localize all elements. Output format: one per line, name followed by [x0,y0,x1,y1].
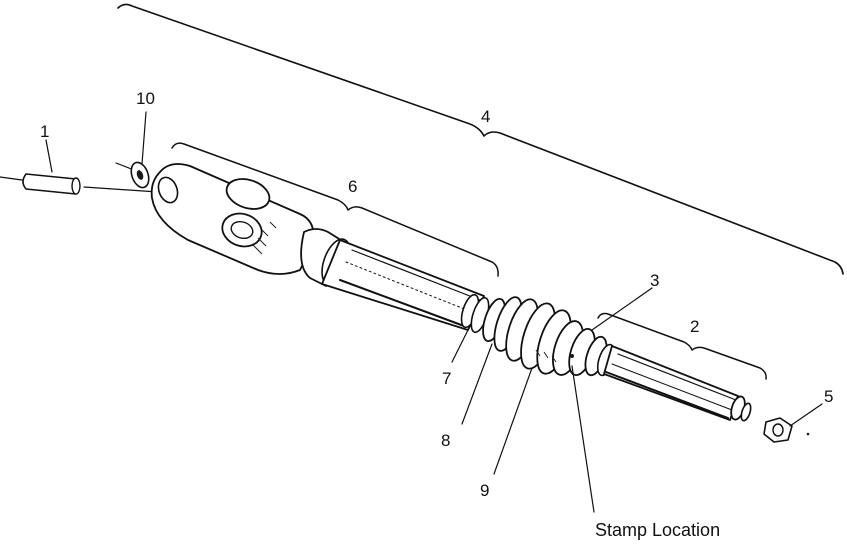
callout-1: 1 [40,122,49,141]
yoke-shaft-part-6 [150,163,485,331]
callout-8: 8 [441,431,450,450]
clamp-part-3 [568,328,616,377]
stamp-location-label: Stamp Location [595,520,720,540]
callout-2: 2 [690,317,699,336]
bracket-assembly-4 [117,3,844,275]
washer-part-10 [115,161,150,189]
callout-10: 10 [136,89,155,108]
callout-3: 3 [650,271,659,290]
inner-ring-part-7 [460,293,490,334]
bracket-part-2 [597,312,767,380]
callout-4: 4 [481,107,490,126]
nut-part-5 [763,417,810,443]
pin-part-1 [0,173,159,195]
callout-7: 7 [442,369,451,388]
callout-6: 6 [348,177,357,196]
callout-9: 9 [480,481,489,500]
leader-lines [45,111,823,513]
bracket-part-6 [171,142,499,277]
outer-shaft-part-2 [603,345,752,422]
callout-5: 5 [824,387,833,406]
